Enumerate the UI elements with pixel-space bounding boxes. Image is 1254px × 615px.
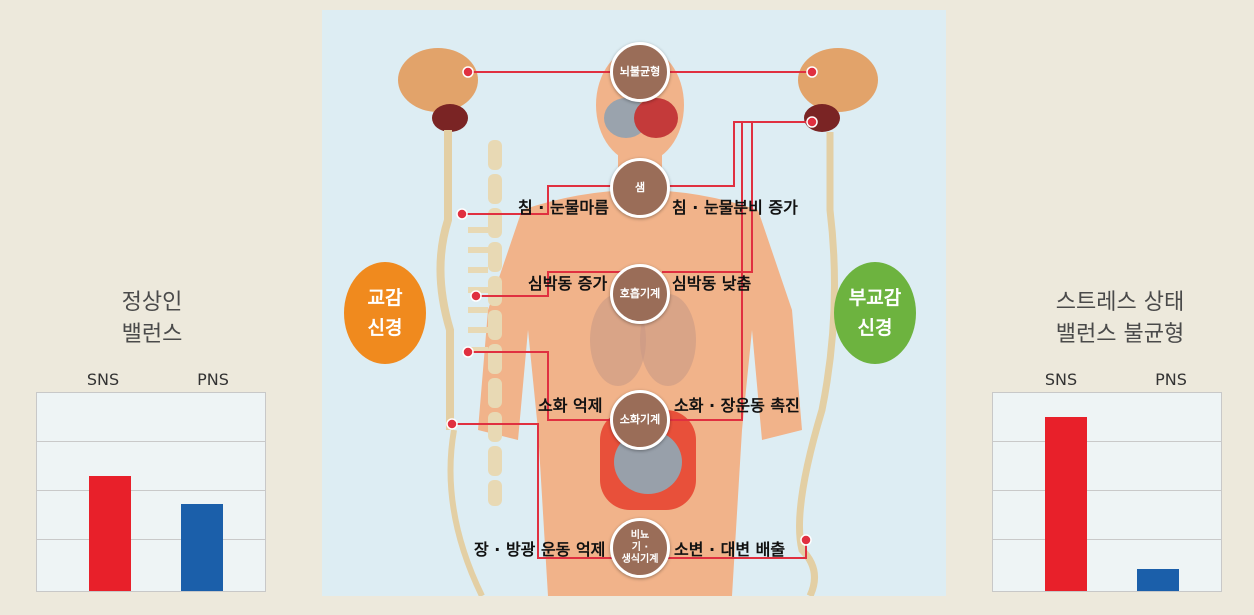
label-right-gland: 침 · 눈물분비 증가 bbox=[672, 194, 798, 218]
label-left-urinary: 장 · 방광 운동 억제 bbox=[474, 536, 605, 560]
node-brain-imbalance: 뇌불균형 bbox=[610, 42, 670, 102]
label-left-gland: 침 · 눈물마름 bbox=[518, 194, 609, 218]
left-pns-label: PNS bbox=[178, 370, 248, 389]
left-sns-label: SNS bbox=[68, 370, 138, 389]
parasympathetic-line2: 신경 bbox=[858, 313, 893, 343]
right-chart-plot bbox=[992, 392, 1222, 592]
parasympathetic-nerve-badge: 부교감 신경 bbox=[834, 262, 916, 364]
label-left-respiratory: 심박동 증가 bbox=[528, 270, 607, 294]
gridline bbox=[37, 441, 265, 442]
right-pns-bar bbox=[1137, 569, 1179, 591]
label-right-respiratory: 심박동 낮춤 bbox=[672, 270, 751, 294]
gridline bbox=[993, 441, 1221, 442]
left-brain bbox=[398, 48, 478, 132]
right-chart-title-line1: 스트레스 상태 bbox=[1030, 288, 1210, 318]
sympathetic-line2: 신경 bbox=[368, 313, 403, 343]
label-right-urinary: 소변 · 대변 배출 bbox=[674, 536, 785, 560]
nervous-system-diagram: 뇌불균형 샘 호흡기계 소화기계 비뇨 기 · 생식기계 침 · 눈물마름 심박… bbox=[322, 10, 946, 596]
gridline bbox=[993, 490, 1221, 491]
parasympathetic-line1: 부교감 bbox=[849, 283, 901, 313]
left-chart-plot bbox=[36, 392, 266, 592]
right-pns-label: PNS bbox=[1136, 370, 1206, 389]
gridline bbox=[37, 490, 265, 491]
node-respiratory: 호흡기계 bbox=[610, 264, 670, 324]
node-digestive: 소화기계 bbox=[610, 390, 670, 450]
sympathetic-line1: 교감 bbox=[368, 283, 403, 313]
right-sns-bar bbox=[1045, 417, 1087, 591]
left-sns-bar bbox=[89, 476, 131, 591]
left-pns-bar bbox=[181, 504, 223, 591]
left-chart-title-line2: 밸런스 bbox=[62, 320, 242, 350]
node-urinary: 비뇨 기 · 생식기계 bbox=[610, 518, 670, 578]
gridline bbox=[37, 539, 265, 540]
node-urinary-line2: 기 · bbox=[632, 542, 648, 554]
gridline bbox=[993, 539, 1221, 540]
label-left-digestive: 소화 억제 bbox=[538, 392, 602, 416]
sympathetic-nerve-badge: 교감 신경 bbox=[344, 262, 426, 364]
right-chart-title-line2: 밸런스 불균형 bbox=[1030, 320, 1210, 350]
node-urinary-line3: 생식기계 bbox=[622, 554, 659, 566]
node-gland: 샘 bbox=[610, 158, 670, 218]
right-sns-label: SNS bbox=[1026, 370, 1096, 389]
node-urinary-line1: 비뇨 bbox=[631, 530, 649, 542]
label-right-digestive: 소화 · 장운동 촉진 bbox=[674, 392, 800, 416]
left-chart-title-line1: 정상인 bbox=[62, 288, 242, 318]
head-brain bbox=[604, 98, 678, 138]
